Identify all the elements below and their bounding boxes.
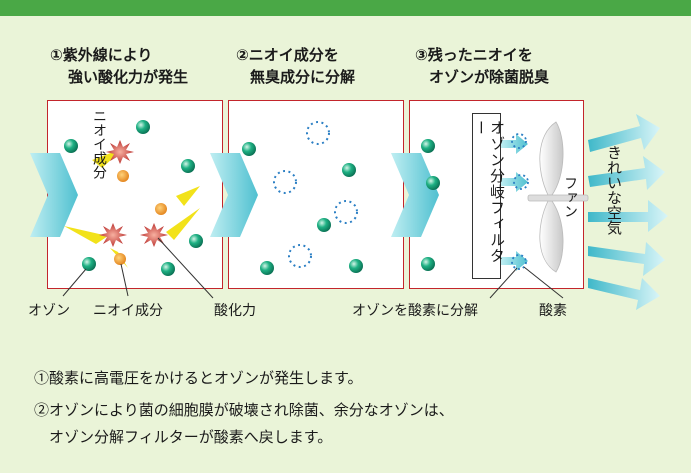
note-1: ①酸素に高電圧をかけるとオゾンが発生します。 bbox=[34, 369, 363, 387]
label-decompose-to-oxygen: オゾンを酸素に分解 bbox=[352, 303, 478, 319]
clean-air-label: きれいな空気 bbox=[605, 145, 623, 235]
fan-label: ファン bbox=[562, 176, 578, 218]
note-3: オゾン分解フィルターが酸素へ戻します。 bbox=[34, 428, 333, 446]
deodorized-particles bbox=[273, 121, 358, 268]
step-1-title: ①紫外線により 強い酸化力が発生 bbox=[50, 44, 188, 88]
inlet-arrow-2 bbox=[210, 153, 258, 237]
step-2-title: ②ニオイ成分を 無臭成分に分解 bbox=[236, 44, 355, 88]
fan-icon bbox=[527, 121, 589, 273]
step-2-title-line1: ②ニオイ成分を bbox=[236, 46, 339, 64]
label-oxidation: 酸化力 bbox=[214, 303, 256, 319]
inlet-arrow-1 bbox=[30, 153, 78, 237]
step-3-title: ③残ったニオイを オゾンが除菌脱臭 bbox=[415, 44, 549, 88]
clean-air-arrows bbox=[588, 114, 668, 310]
ozone-molecules-panel1 bbox=[64, 120, 203, 276]
ozone-molecules-panel2 bbox=[242, 142, 363, 275]
oxidation-rays bbox=[64, 148, 200, 268]
ozone-decomposition-filter: オゾン分岐フィルター bbox=[472, 113, 506, 279]
step-2-title-line2: 無臭成分に分解 bbox=[250, 68, 356, 86]
filter-label: オゾン分岐フィルター bbox=[472, 120, 506, 264]
odor-particles bbox=[114, 170, 167, 265]
top-bar bbox=[0, 0, 691, 16]
oxygen-molecules bbox=[511, 133, 529, 270]
note-2: ②オゾンにより菌の細胞膜が破壊され除菌、余分なオゾンは、 bbox=[34, 401, 454, 419]
step-1-title-line1: ①紫外線により bbox=[50, 46, 153, 64]
inlet-arrow-3 bbox=[391, 153, 439, 237]
ozone-molecules-panel3 bbox=[421, 139, 440, 271]
step-3-title-line1: ③残ったニオイを bbox=[415, 46, 533, 64]
step-3-title-line2: オゾンが除菌脱臭 bbox=[429, 68, 550, 86]
label-ozone: オゾン bbox=[28, 303, 70, 319]
panel1-odor-label: ニオイ成分 bbox=[91, 109, 107, 179]
label-odor-component: ニオイ成分 bbox=[93, 303, 163, 319]
label-oxygen: 酸素 bbox=[539, 303, 567, 319]
step-1-title-line2: 強い酸化力が発生 bbox=[68, 68, 189, 86]
leader-lines bbox=[62, 237, 564, 299]
